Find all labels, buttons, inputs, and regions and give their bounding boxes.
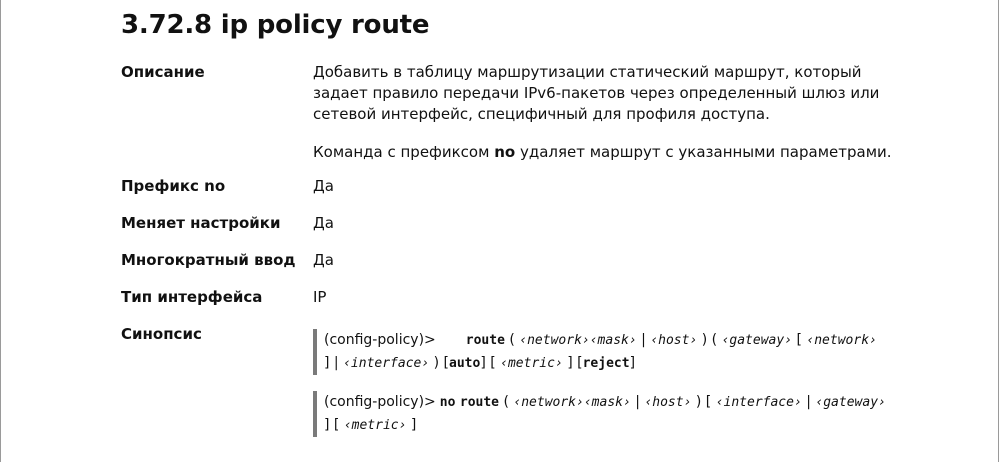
- syntax-text: ] |: [324, 355, 344, 371]
- syntax-text: ) (: [697, 332, 722, 348]
- prompt: (config-policy)>: [324, 394, 436, 410]
- synopsis-1-line-2: ] | ‹interface› ) [auto] [ ‹metric› ] [r…: [324, 352, 924, 375]
- auto-keyword: auto: [449, 356, 481, 371]
- description-label: Описание: [121, 63, 205, 81]
- prompt: (config-policy)>: [324, 332, 436, 348]
- syntax-text: |: [630, 394, 645, 410]
- syntax-text: ]: [406, 417, 417, 433]
- changes-settings-value: Да: [313, 214, 334, 232]
- changes-settings-label: Меняет настройки: [121, 214, 281, 232]
- route-keyword: route: [465, 333, 505, 348]
- reject-keyword: reject: [582, 356, 630, 371]
- synopsis-1-line-1: (config-policy)>route ( ‹network›‹mask› …: [324, 329, 924, 352]
- description-no-note: Команда с префиксом no удаляет маршрут с…: [313, 142, 913, 163]
- synopsis-2-line-2: ] [ ‹metric› ]: [324, 414, 924, 437]
- description-line-3: сетевой интерфейс, специфичный для профи…: [313, 105, 770, 123]
- page-border-left: [0, 0, 1, 462]
- interface-arg: ‹interface›: [343, 356, 430, 371]
- description-value: Добавить в таблицу маршрутизации статиче…: [313, 62, 913, 163]
- no-note-prefix: Команда с префиксом: [313, 143, 495, 161]
- no-note-suffix: удаляет маршрут с указанными параметрами…: [515, 143, 892, 161]
- synopsis-2-line-1: (config-policy)>no route ( ‹network›‹mas…: [324, 391, 924, 414]
- multiple-input-value: Да: [313, 251, 334, 269]
- syntax-text: ] [: [324, 417, 344, 433]
- syntax-text: ) [: [691, 394, 716, 410]
- description-line-2: задает правило передачи IPv6-пакетов чер…: [313, 84, 880, 102]
- syntax-text: (: [504, 332, 520, 348]
- mask-arg: ‹mask›: [589, 333, 637, 348]
- syntax-text: ) [: [429, 355, 450, 371]
- description-line-1: Добавить в таблицу маршрутизации статиче…: [313, 63, 862, 81]
- host-arg: ‹host›: [650, 333, 698, 348]
- gateway-arg: ‹gateway›: [815, 395, 886, 410]
- prefix-no-value: Да: [313, 177, 334, 195]
- no-keyword: no: [439, 395, 456, 410]
- metric-arg: ‹metric›: [500, 356, 563, 371]
- multiple-input-label: Многократный ввод: [121, 251, 296, 269]
- host-arg: ‹host›: [644, 395, 692, 410]
- page-title: 3.72.8 ip policy route: [121, 10, 430, 40]
- syntax-text: ]: [629, 355, 636, 371]
- syntax-text: ] [: [562, 355, 583, 371]
- syntax-text: |: [636, 332, 651, 348]
- syntax-text: [: [792, 332, 807, 348]
- interface-type-value: IP: [313, 288, 327, 306]
- page-border-right: [998, 0, 999, 462]
- network-arg: ‹network›: [513, 395, 584, 410]
- syntax-text: |: [801, 394, 816, 410]
- mask-arg: ‹mask›: [583, 395, 631, 410]
- prefix-no-label: Префикс no: [121, 177, 226, 195]
- synopsis-label: Синопсис: [121, 325, 202, 343]
- route-keyword: route: [459, 395, 500, 410]
- syntax-text: ] [: [480, 355, 501, 371]
- gateway-arg: ‹gateway›: [721, 333, 793, 348]
- synopsis-block-2: (config-policy)>no route ( ‹network›‹mas…: [313, 391, 924, 437]
- interface-type-label: Тип интерфейса: [121, 288, 263, 306]
- no-keyword: no: [494, 143, 516, 161]
- syntax-text: (: [499, 394, 514, 410]
- interface-arg: ‹interface›: [715, 395, 802, 410]
- metric-arg: ‹metric›: [343, 418, 407, 433]
- network-arg: ‹network›: [519, 333, 590, 348]
- network-arg: ‹network›: [806, 333, 877, 348]
- synopsis-block-1: (config-policy)>route ( ‹network›‹mask› …: [313, 329, 924, 375]
